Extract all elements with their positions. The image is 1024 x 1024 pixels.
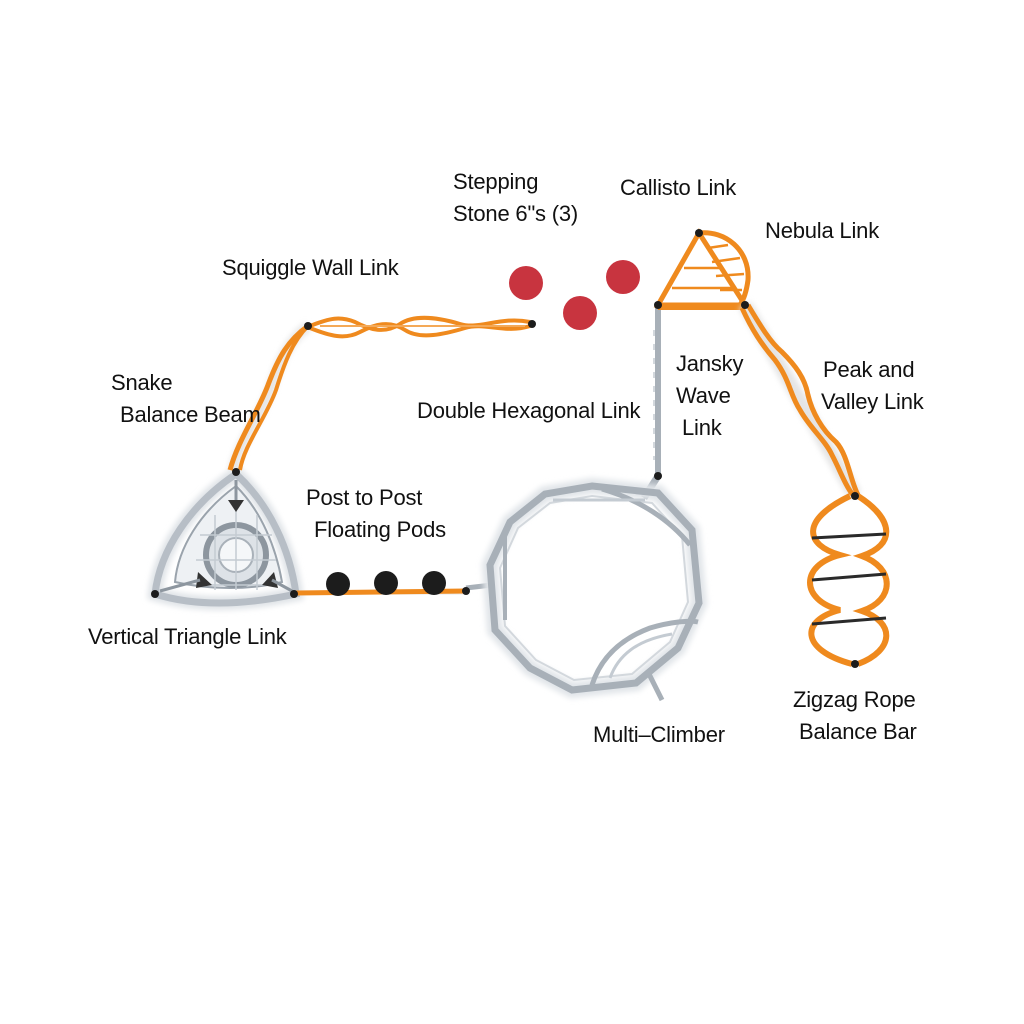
label-snake-balance-beam: Snake Balance Beam (111, 367, 261, 431)
label-post-to-post-floating-pods: Post to Post Floating Pods (306, 482, 446, 546)
zigzag-left-rail (807, 493, 853, 667)
label-line: Post to Post (306, 485, 423, 510)
label-zigzag-rope-balance-bar: Zigzag Rope Balance Bar (793, 684, 917, 748)
label-line: Stepping (453, 169, 539, 194)
peak-and-valley-link (738, 301, 862, 499)
vertical-triangle-link (147, 465, 304, 611)
nebula-arc (698, 230, 751, 307)
label-line: Jansky (676, 351, 744, 376)
climber-arch-bottom (589, 618, 699, 686)
label-callisto-link: Callisto Link (620, 172, 736, 204)
double-hexagonal-link (641, 305, 663, 500)
floating-pod-2 (374, 571, 398, 595)
zigzag-rope-2 (811, 572, 887, 582)
label-stepping-stone: Stepping Stone 6"s (3) (453, 166, 578, 230)
climber-frame (486, 482, 703, 694)
post (232, 468, 240, 476)
callisto-triangle (653, 228, 750, 308)
triangle-spoke-right (271, 578, 293, 593)
zigzag-right-rail (852, 493, 890, 667)
post (151, 590, 159, 598)
triangle-bracket-left (196, 572, 212, 588)
stepping-stones (509, 260, 640, 330)
squiggle-wall-link (309, 315, 531, 339)
label-nebula-link: Nebula Link (765, 215, 879, 247)
post (654, 472, 662, 480)
triangle-bracket-top (228, 500, 244, 512)
post (851, 660, 859, 668)
triangle-net (196, 505, 276, 590)
nebula-ribs (672, 243, 745, 292)
post (741, 301, 749, 309)
label-peak-and-valley-link: Peak and Valley Link (821, 354, 924, 418)
label-double-hexagonal-link: Double Hexagonal Link (417, 395, 640, 427)
label-line: Nebula Link (765, 218, 879, 243)
label-line: Valley Link (821, 389, 924, 414)
label-multi-climber: Multi–Climber (593, 719, 725, 751)
zigzag-rope-balance-bar (807, 493, 890, 667)
label-line: Wave (676, 383, 731, 408)
label-line: Balance Bar (799, 719, 917, 744)
zigzag-rope-3 (811, 616, 887, 626)
label-line: Multi–Climber (593, 722, 725, 747)
triangle-bracket-right (262, 572, 278, 588)
snake-beam-a (227, 323, 310, 471)
label-line: Callisto Link (620, 175, 737, 200)
label-line: Stone 6"s (3) (453, 201, 579, 226)
label-line: Zigzag Rope (793, 687, 916, 712)
callisto-nebula-link (653, 228, 751, 310)
label-line: Vertical Triangle Link (88, 624, 287, 649)
label-vertical-triangle-link: Vertical Triangle Link (88, 621, 287, 653)
triangle-frame (151, 469, 300, 607)
floating-pod-1 (326, 572, 350, 596)
label-line: Peak and (823, 357, 915, 382)
stepping-stone-2 (563, 296, 597, 330)
zigzag-rope-1 (811, 532, 887, 540)
post (528, 320, 536, 328)
climber-leg (645, 670, 665, 702)
label-line: Link (682, 415, 722, 440)
label-squiggle-wall-link: Squiggle Wall Link (222, 252, 399, 284)
post (290, 590, 298, 598)
post (304, 322, 312, 330)
label-line: Balance Beam (120, 402, 261, 427)
label-jansky-wave-link: Jansky Wave Link (676, 348, 743, 444)
triangle-spoke-left (159, 578, 201, 593)
floating-pod-3 (422, 571, 446, 595)
post (654, 301, 662, 309)
snake-balance-beam (227, 322, 312, 472)
snake-beam-b (238, 324, 310, 471)
climber-arch-top (601, 486, 692, 547)
stepping-stone-1 (509, 266, 543, 300)
post (851, 492, 859, 500)
posts (151, 229, 859, 668)
peak-rail-a (739, 306, 856, 497)
post (462, 587, 470, 595)
label-line: Double Hexagonal Link (417, 398, 641, 423)
label-line: Squiggle Wall Link (222, 255, 399, 280)
stepping-stone-3 (606, 260, 640, 294)
post-to-post-floating-pods (295, 571, 493, 599)
climber-frame-inner (498, 494, 690, 682)
climber-arch-inner (608, 632, 673, 679)
multi-climber (481, 477, 708, 702)
label-line: Snake (111, 370, 173, 395)
post (695, 229, 703, 237)
label-line: Floating Pods (314, 517, 446, 542)
peak-rail-b (745, 303, 861, 497)
